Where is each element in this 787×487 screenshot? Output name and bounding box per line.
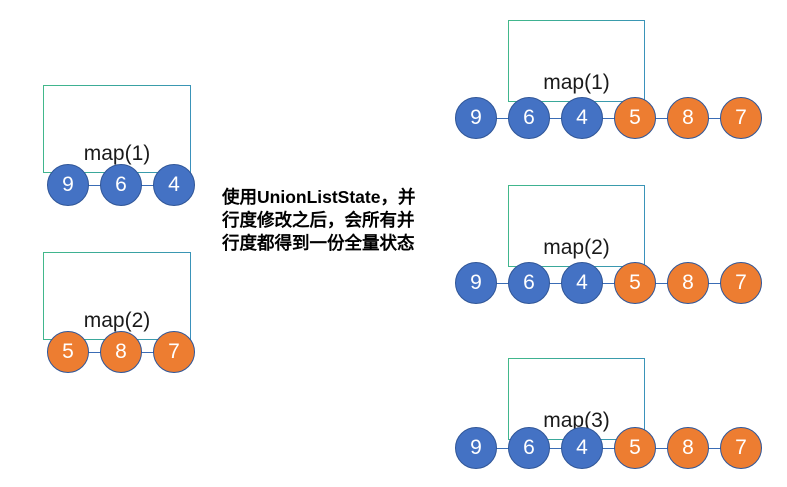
node-circle: 7 bbox=[720, 262, 762, 304]
node-link bbox=[87, 185, 101, 186]
map-box-label: map(2) bbox=[543, 236, 610, 259]
node-link bbox=[707, 448, 721, 449]
map-box-label: map(3) bbox=[543, 409, 610, 432]
annotation-text: 使用UnionListState，并行度修改之后，会所有并行度都得到一份全量状态 bbox=[222, 187, 416, 253]
node-circle: 7 bbox=[720, 427, 762, 469]
map-box-label: map(2) bbox=[83, 309, 151, 332]
node-link bbox=[495, 118, 509, 119]
node-circle: 5 bbox=[614, 262, 656, 304]
node-circle: 9 bbox=[455, 97, 497, 139]
node-link bbox=[654, 283, 668, 284]
node-circle: 9 bbox=[455, 262, 497, 304]
node-circle: 8 bbox=[100, 331, 142, 373]
node-circle: 6 bbox=[508, 262, 550, 304]
node-circle: 5 bbox=[47, 331, 89, 373]
node-circle: 6 bbox=[100, 164, 142, 206]
node-link bbox=[548, 448, 562, 449]
map-box-label: map(1) bbox=[83, 142, 151, 165]
node-circle: 4 bbox=[153, 164, 195, 206]
node-circle: 9 bbox=[455, 427, 497, 469]
node-circle: 8 bbox=[667, 427, 709, 469]
node-link bbox=[707, 283, 721, 284]
node-link bbox=[87, 352, 101, 353]
node-chain-right-2: 9 6 4 5 8 7 bbox=[455, 262, 762, 306]
node-link bbox=[601, 118, 615, 119]
node-link bbox=[495, 283, 509, 284]
node-link bbox=[140, 185, 154, 186]
node-link bbox=[495, 448, 509, 449]
node-link bbox=[707, 118, 721, 119]
node-chain-right-3: 9 6 4 5 8 7 bbox=[455, 427, 762, 471]
node-link bbox=[140, 352, 154, 353]
node-link bbox=[601, 448, 615, 449]
node-circle: 7 bbox=[153, 331, 195, 373]
node-circle: 7 bbox=[720, 97, 762, 139]
node-chain-left-2: 5 8 7 bbox=[47, 331, 197, 375]
node-circle: 6 bbox=[508, 427, 550, 469]
map-box-left-1: map(1) bbox=[43, 85, 191, 173]
node-chain-right-1: 9 6 4 5 8 7 bbox=[455, 97, 762, 141]
node-link bbox=[548, 283, 562, 284]
node-link bbox=[654, 448, 668, 449]
node-circle: 8 bbox=[667, 97, 709, 139]
node-circle: 4 bbox=[561, 427, 603, 469]
map-box-right-2: map(2) bbox=[508, 185, 645, 267]
map-box-label: map(1) bbox=[543, 71, 610, 94]
map-box-right-3: map(3) bbox=[508, 358, 645, 440]
map-box-right-1: map(1) bbox=[508, 20, 645, 102]
node-circle: 4 bbox=[561, 97, 603, 139]
node-link bbox=[654, 118, 668, 119]
node-link bbox=[601, 283, 615, 284]
node-link bbox=[548, 118, 562, 119]
map-box-left-2: map(2) bbox=[43, 252, 191, 340]
node-circle: 8 bbox=[667, 262, 709, 304]
node-circle: 5 bbox=[614, 97, 656, 139]
node-circle: 5 bbox=[614, 427, 656, 469]
node-circle: 4 bbox=[561, 262, 603, 304]
node-circle: 9 bbox=[47, 164, 89, 206]
node-circle: 6 bbox=[508, 97, 550, 139]
node-chain-left-1: 9 6 4 bbox=[47, 164, 197, 208]
